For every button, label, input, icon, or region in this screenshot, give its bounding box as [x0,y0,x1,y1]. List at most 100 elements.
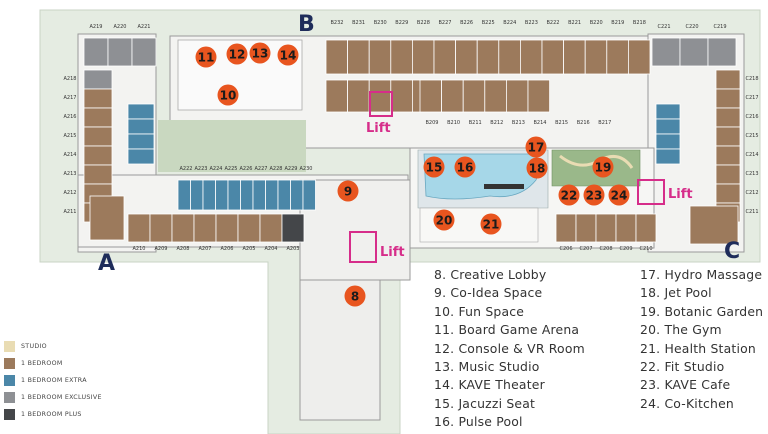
apartment-unit [325,79,349,113]
amenity-marker-number: 20 [436,214,453,228]
unit-number-label: B209 [426,120,439,126]
unit-number-label: A209 [155,246,168,252]
lift-c [637,179,665,205]
unit-number-label: A214 [64,152,77,158]
unit-number-label: A229 [285,166,298,172]
apartment-unit [227,179,241,211]
apartment-unit [259,213,283,243]
apartment-unit [555,213,577,243]
apartment-unit [441,79,464,113]
unit-number-label: A219 [90,24,103,30]
amenity-marker-19: 19 [592,156,614,178]
amenity-list-item: 23. KAVE Cafe [640,377,731,393]
apartment-unit [655,148,681,165]
amenity-marker-13: 13 [249,42,271,64]
amenity-marker-18: 18 [526,157,548,179]
apartment-unit [193,213,217,243]
apartment-unit [715,145,741,166]
legend-item: 1 BEDROOM EXCLUSIVE [4,389,164,406]
amenity-marker-22: 22 [558,184,580,206]
unit-number-label: C207 [579,246,592,252]
amenity-marker-number: 22 [561,189,578,203]
unit-number-label: A224 [210,166,223,172]
amenity-marker-17: 17 [525,136,547,158]
unit-number-label: B232 [331,20,344,26]
amenity-marker-circle [583,184,605,206]
apartment-unit [131,37,157,67]
unit-number-label: A226 [240,166,253,172]
amenity-marker-8: 8 [344,285,366,307]
apartment-unit [498,39,521,75]
amenity-marker-14: 14 [277,44,299,66]
apartment-unit [107,37,133,67]
amenity-marker-24: 24 [608,184,630,206]
legend-label: 1 BEDROOM EXCLUSIVE [21,394,102,401]
amenity-list-item: 10. Fun Space [434,303,525,319]
apartment-unit [505,79,529,113]
unit-number-label: A210 [133,246,146,252]
apartment-unit [606,39,629,75]
apartment-unit [302,179,316,211]
unit-number-label: B219 [611,20,624,26]
pool-bridge [484,184,524,189]
unit-number-label: C218 [745,76,758,82]
apartment-unit [655,133,681,150]
apartment-unit [411,39,435,75]
amenity-list-item: 8. Creative Lobby [434,267,547,282]
apartment-unit [83,164,113,185]
apartment-unit [177,179,191,211]
apartment-unit [127,133,155,150]
unit-number-label: B231 [352,20,365,26]
apartment-unit [265,179,279,211]
amenity-marker-circle [433,209,455,231]
apartment-unit [325,39,349,75]
unit-number-label: B215 [555,120,568,126]
apartment-unit [715,69,741,90]
unit-number-label: A223 [195,166,208,172]
amenity-list-item: 12. Console & VR Room [434,340,585,356]
apartment-unit [347,79,370,113]
apartment-unit [237,213,261,243]
unit-number-label: A203 [287,246,300,252]
unit-number-label: C216 [745,114,758,120]
apartment-unit [651,37,681,67]
unit-number-label: A212 [64,190,77,196]
apartment-unit [83,107,113,128]
unit-number-label: B222 [547,20,560,26]
unit-number-label: B212 [490,120,503,126]
apartment-unit [575,213,597,243]
lift-a [349,231,377,263]
apartment-unit [476,39,500,75]
unit-number-label: A215 [64,133,77,139]
apartment-unit [290,179,304,211]
lift-label-a: Lift [380,245,405,260]
unit-number-label: A213 [64,171,77,177]
amenity-marker-number: 15 [426,161,443,175]
amenity-list-item: 20. The Gym [640,322,722,338]
amenity-marker-circle [526,157,548,179]
unit-number-label: A208 [177,246,190,252]
apartment-unit [520,39,543,75]
apartment-unit [83,145,113,166]
legend-swatch [4,341,15,352]
unit-number-label: B227 [439,20,452,26]
apartment-unit [215,213,239,243]
apartment-unit [83,37,109,67]
unit-number-label: B213 [512,120,525,126]
apartment-unit [171,213,195,243]
apartment-unit [202,179,216,211]
unit-number-label: B218 [633,20,646,26]
amenity-marker-circle [249,42,271,64]
apartment-unit [655,103,681,120]
apartment-unit [615,213,637,243]
legend-label: 1 BEDROOM PLUS [21,411,82,418]
amenity-marker-number: 11 [198,51,215,65]
apartment-unit [83,126,113,147]
amenity-list-item: 19. Botanic Garden [640,303,764,319]
apartment-unit [277,179,291,211]
amenity-marker-circle [558,184,580,206]
unit-number-label: B225 [482,20,495,26]
amenity-marker-9: 9 [337,180,359,202]
